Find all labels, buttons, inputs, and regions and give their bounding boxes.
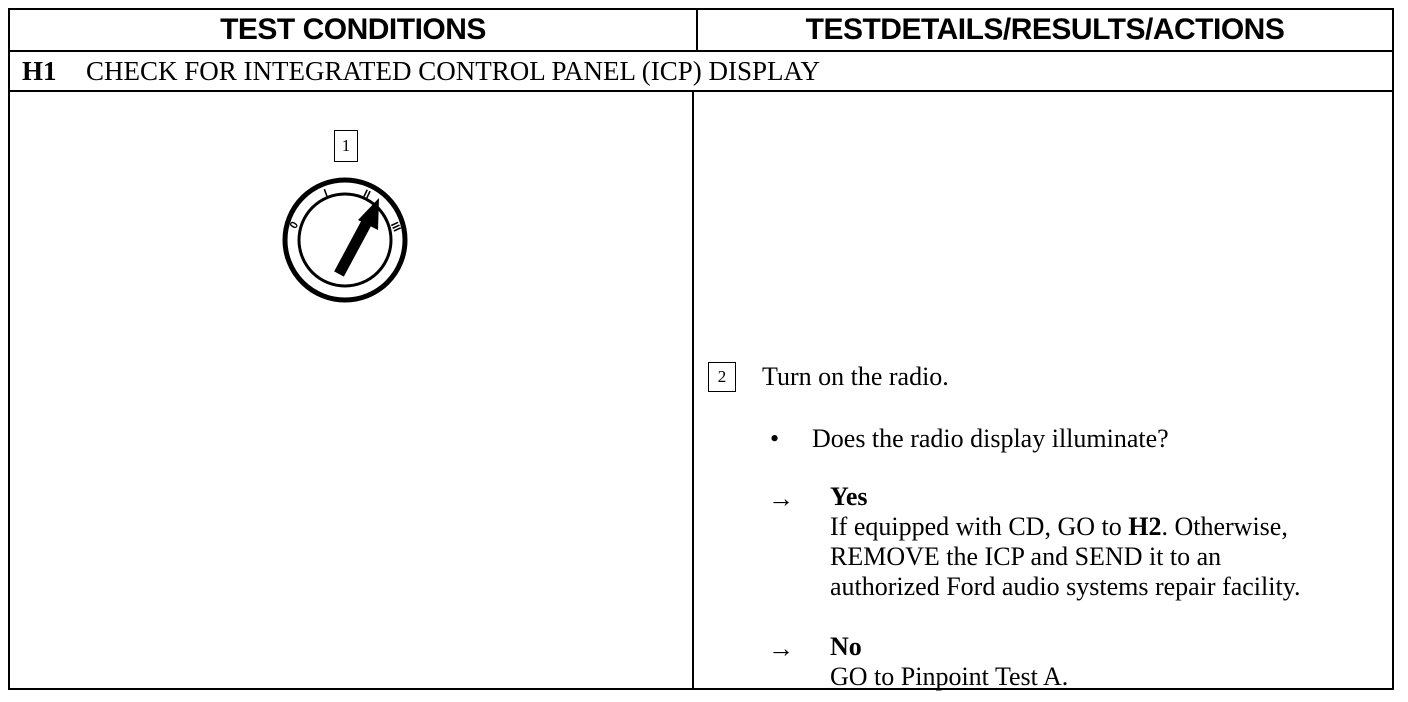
section-bottom-rule (10, 90, 1392, 92)
position-2: II (361, 188, 372, 201)
step-2-instruction: Turn on the radio. (762, 362, 949, 391)
section-title: CHECK FOR INTEGRATED CONTROL PANEL (ICP)… (86, 55, 821, 86)
position-0: 0 (288, 220, 301, 231)
step-1-box: 1 (334, 130, 358, 162)
header-test-details: TESTDETAILS/RESULTS/ACTIONS (805, 13, 1285, 46)
header-test-conditions: TEST CONDITIONS (220, 13, 486, 46)
step-2-question: Does the radio display illuminate? (812, 424, 1169, 453)
header-bottom-rule (10, 50, 1392, 52)
yes-action-line-1: If equipped with CD, GO to H2. Otherwise… (830, 512, 1288, 542)
yes-action-line-2: REMOVE the ICP and SEND it to an (830, 542, 1222, 571)
bullet-icon: • (770, 424, 780, 453)
yes-label: Yes (830, 482, 868, 511)
header-divider (696, 10, 698, 50)
yes-action-line-3: authorized Ford audio systems repair fac… (830, 572, 1301, 601)
no-label: No (830, 632, 862, 661)
procedure-table: TEST CONDITIONS TESTDETAILS/RESULTS/ACTI… (8, 8, 1394, 691)
ignition-switch-icon: 0 I II III (282, 177, 408, 303)
yes-action-text: If equipped with CD, GO to (830, 512, 1129, 541)
yes-action-ref: H2 (1128, 512, 1162, 541)
section-id: H1 (22, 55, 57, 86)
body-divider (692, 92, 694, 688)
position-1: I (322, 187, 329, 199)
yes-arrow-icon: → (768, 484, 794, 513)
no-arrow-icon: → (768, 634, 794, 663)
yes-action-text-end: . Otherwise, (1161, 512, 1288, 541)
no-action-line-1: GO to Pinpoint Test A. (830, 662, 1069, 691)
section-row: H1 CHECK FOR INTEGRATED CONTROL PANEL (I… (10, 52, 1392, 90)
step-2-box: 2 (708, 362, 736, 392)
